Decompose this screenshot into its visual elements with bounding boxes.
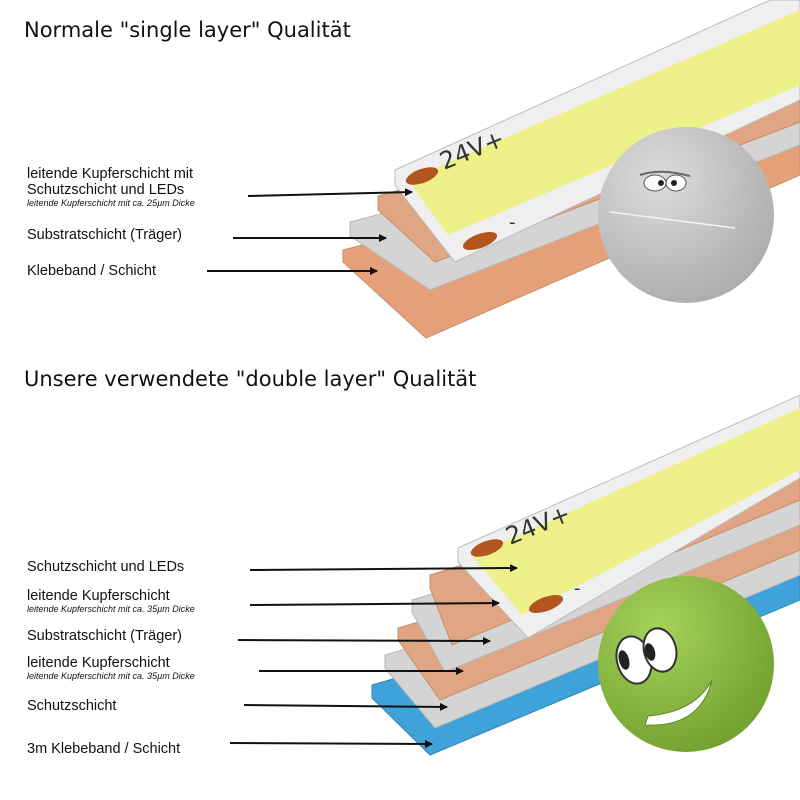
label-substrate-double: Substratschicht (Träger) [27, 628, 182, 644]
label-text: Substratschicht (Träger) [27, 628, 182, 644]
arrow-led-double [249, 564, 518, 573]
solder-pad-plus-double [470, 539, 504, 557]
arrow-substrate-double [237, 636, 491, 645]
single-arrows [207, 188, 413, 275]
label-subtext: leitende Kupferschicht mit ca. 35µm Dick… [27, 604, 195, 614]
label-text: Klebeband / Schicht [27, 263, 156, 279]
arrow-protective [243, 702, 448, 711]
label-copper-leds-single: leitende Kupferschicht mit Schutzschicht… [27, 166, 195, 208]
label-copper-bottom-double: leitende Kupferschicht leitende Kupfersc… [27, 655, 195, 681]
label-text: leitende Kupferschicht [27, 588, 170, 604]
label-copper-top-double: leitende Kupferschicht leitende Kupfersc… [27, 588, 195, 614]
double-layer-title: Unsere verwendete "double layer" Qualitä… [24, 367, 477, 391]
grey-face [598, 127, 774, 303]
label-text: Substratschicht (Träger) [27, 227, 182, 243]
label-text: Schutzschicht und LEDs [27, 559, 185, 575]
label-substrate-single: Substratschicht (Träger) [27, 227, 182, 243]
label-subtext: leitende Kupferschicht mit ca. 25µm Dick… [27, 198, 195, 208]
strip-minus-label-double: - [574, 578, 581, 599]
label-blue-tape-double: 3m Klebeband / Schicht [27, 741, 180, 757]
label-text: leitende Kupferschicht [27, 655, 170, 671]
solder-pad-minus-double [528, 594, 564, 614]
double-arrows [229, 564, 518, 748]
label-protective-double: Schutzschicht [27, 698, 116, 714]
phosphor-coating [408, 10, 800, 235]
solder-pad-minus [462, 231, 498, 251]
double-layer-strip [371, 394, 800, 756]
arrow-copper-single [247, 188, 413, 197]
label-text: Schutzschicht [27, 698, 117, 714]
solder-pad-plus [405, 167, 439, 185]
label-subtext: leitende Kupferschicht mit ca. 35µm Dick… [27, 671, 195, 681]
single-layer-title: Normale "single layer" Qualität [24, 18, 351, 42]
label-text: 3m Klebeband / Schicht [27, 741, 181, 757]
label-tape-single: Klebeband / Schicht [27, 263, 156, 279]
arrow-copper-top [249, 599, 500, 608]
green-face [598, 576, 774, 752]
label-text: leitende Kupferschicht mit Schutzschicht… [27, 166, 194, 198]
arrow-blue-tape [229, 739, 433, 748]
label-protection-leds-double: Schutzschicht und LEDs [27, 559, 184, 575]
strip-minus-label: - [509, 212, 516, 233]
phosphor-coating-double [472, 408, 800, 615]
